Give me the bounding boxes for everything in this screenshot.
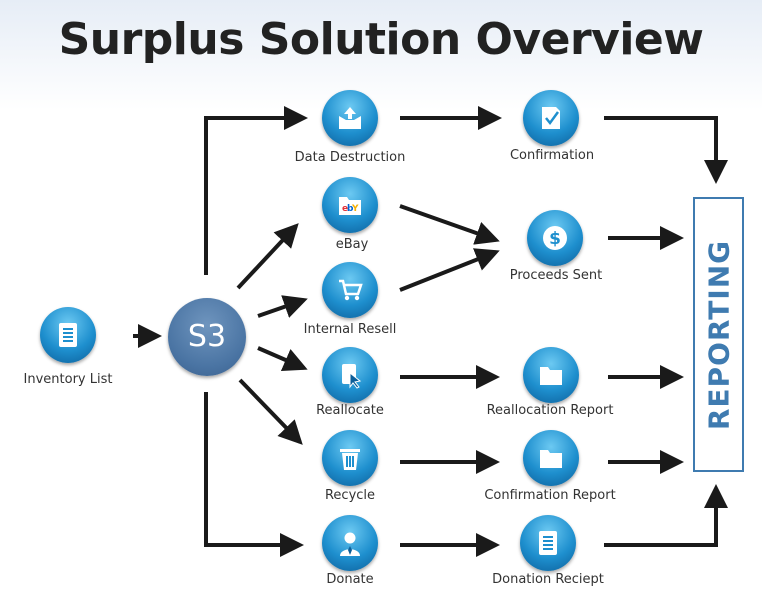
label-donation-reciept: Donation Reciept — [492, 572, 604, 587]
node-inventory-list — [40, 307, 96, 363]
dollar-icon: $ — [543, 226, 567, 250]
header-background — [0, 0, 762, 110]
label-reallocate: Reallocate — [316, 403, 384, 418]
node-donation-reciept — [520, 515, 576, 571]
checkmark-page-icon — [542, 107, 560, 129]
node-data-destruction — [322, 90, 378, 146]
trash-can-icon — [340, 449, 360, 470]
diagram-title: Surplus Solution Overview — [58, 14, 704, 65]
svg-text:e: e — [342, 204, 348, 214]
label-confirmation: Confirmation — [509, 148, 595, 163]
arrow-s3-to-recycle — [238, 378, 303, 445]
node-internal-resell — [322, 262, 378, 318]
arrow-confirmation-to-reporting — [604, 116, 728, 184]
node-donate — [322, 515, 378, 571]
label-reallocation-report: Reallocation Report — [486, 403, 614, 418]
document-list-icon — [59, 323, 77, 347]
reporting-box: REPORTING — [693, 197, 744, 472]
node-reallocate — [322, 347, 378, 403]
ebay-folder-icon: e b Y — [339, 197, 361, 215]
node-confirmation — [523, 90, 579, 146]
arrow-s3-to-internal-resell — [257, 295, 308, 318]
tray-upload-icon — [339, 107, 361, 129]
arrow-s3-to-donate — [204, 392, 304, 557]
arrow-s3-to-ebay — [236, 223, 299, 290]
label-data-destruction: Data Destruction — [294, 150, 406, 165]
svg-text:Y: Y — [351, 204, 359, 214]
label-confirmation-report: Confirmation Report — [484, 488, 616, 503]
svg-text:$: $ — [549, 229, 561, 249]
label-ebay: eBay — [335, 237, 369, 252]
arrow-s3-to-data-destruction — [204, 106, 308, 275]
arrow-internal-resell-to-proceeds — [399, 248, 500, 292]
arrow-donation-reciept-to-reporting — [604, 484, 728, 547]
svg-text:b: b — [347, 204, 354, 214]
person-icon — [340, 532, 360, 556]
label-proceeds-sent: Proceeds Sent — [509, 268, 603, 283]
folder-icon — [540, 450, 562, 468]
folder-icon — [540, 367, 562, 385]
hub-s3: S3 — [168, 298, 246, 376]
document-list-icon — [539, 531, 557, 555]
label-donate: Donate — [326, 572, 374, 587]
shopping-cart-icon — [339, 279, 363, 301]
node-proceeds-sent: $ — [527, 210, 583, 266]
node-recycle — [322, 430, 378, 486]
page-cursor-icon — [342, 364, 362, 389]
node-reallocation-report — [523, 347, 579, 403]
label-recycle: Recycle — [324, 488, 376, 503]
label-inventory-list: Inventory List — [23, 372, 113, 387]
node-ebay: e b Y — [322, 177, 378, 233]
label-internal-resell: Internal Resell — [303, 322, 397, 337]
reporting-label: REPORTING — [702, 239, 735, 430]
node-confirmation-report — [523, 430, 579, 486]
arrow-s3-to-reallocate — [257, 346, 308, 372]
arrow-ebay-to-proceeds — [399, 204, 500, 245]
